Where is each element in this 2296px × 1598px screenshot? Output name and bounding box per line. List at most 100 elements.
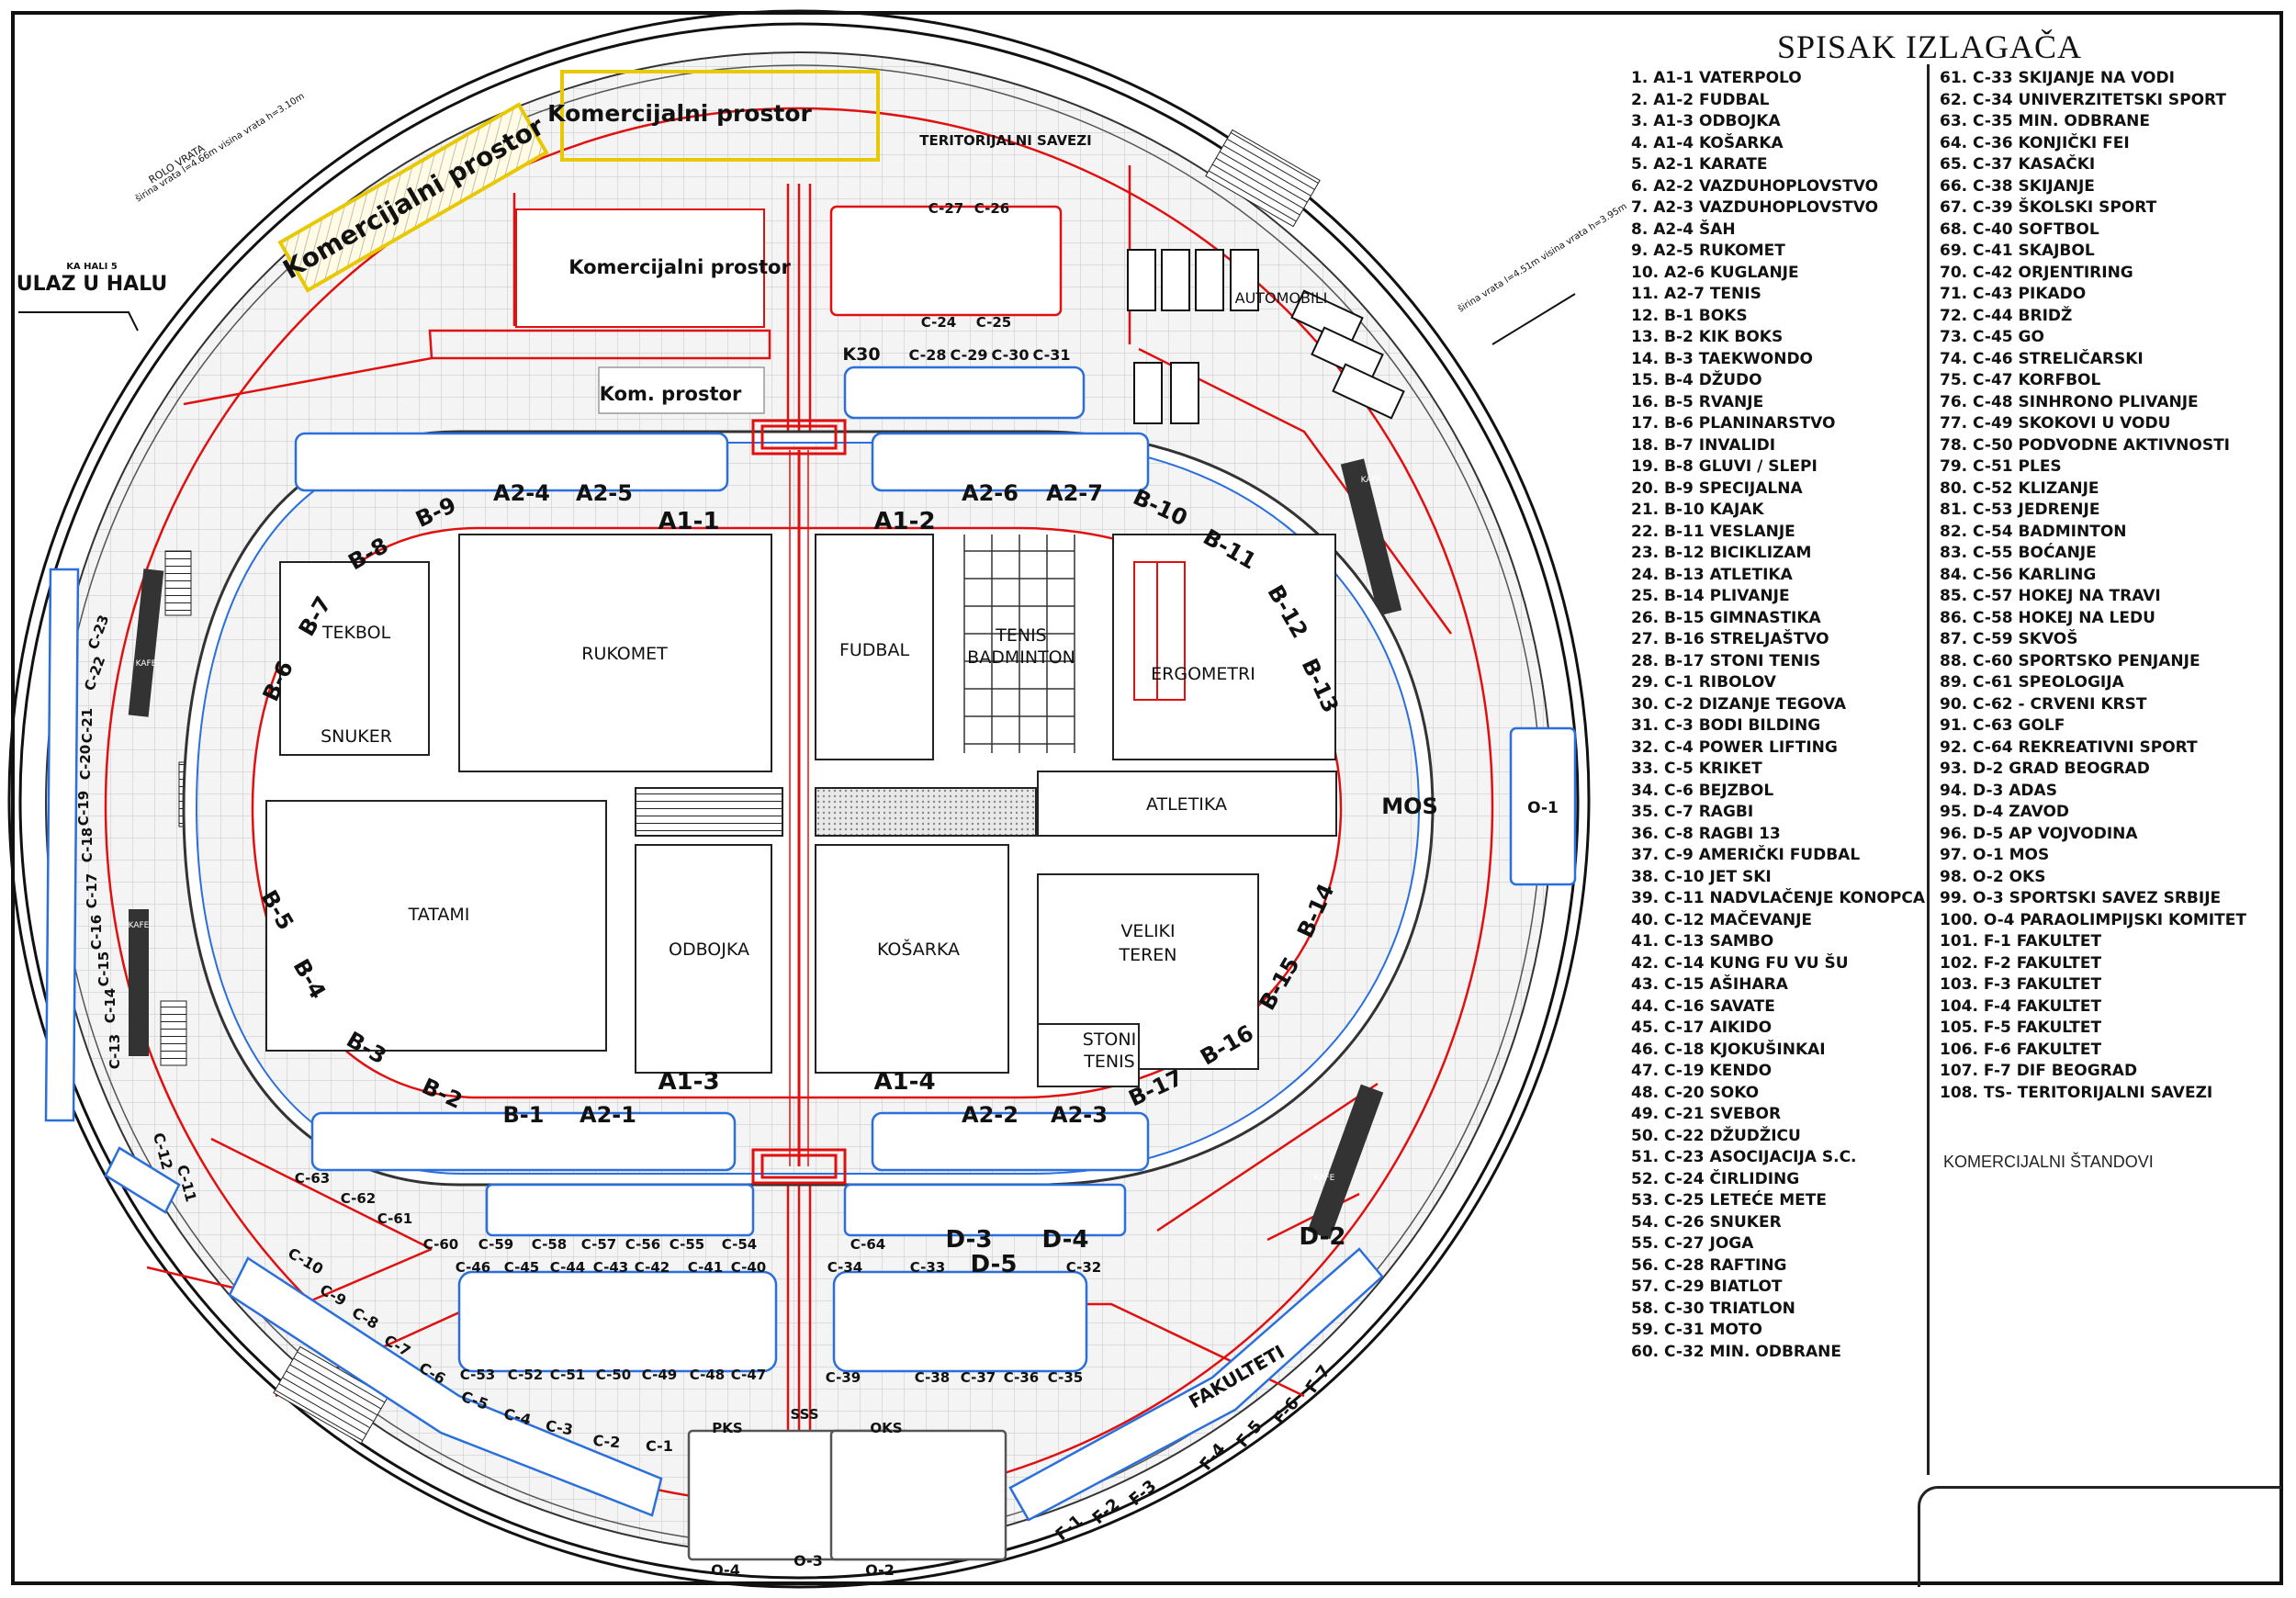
zone-label-c53: C-53 [460, 1367, 495, 1383]
zone-label-d2: D-2 [1300, 1223, 1346, 1251]
legend-entry: 45. C-17 AIKIDO [1631, 1018, 1773, 1037]
legend-entry: 90. C-62 - CRVENI KRST [1940, 694, 2147, 714]
legend-entry: 56. C-28 RAFTING [1631, 1255, 1787, 1275]
zone-label-oks: OKS [870, 1420, 902, 1436]
legend-entry: 31. C-3 BODI BILDING [1631, 716, 1821, 735]
zone-label-c19: C-19 [75, 791, 92, 826]
legend-entry: 35. C-7 RAGBI [1631, 803, 1754, 821]
legend-entry: 14. B-3 TAEKWONDO [1631, 349, 1814, 368]
zone-label-c50: C-50 [596, 1367, 631, 1383]
legend-entry: 67. C-39 ŠKOLSKI SPORT [1940, 198, 2157, 217]
legend-entry: 19. B-8 GLUVI / SLEPI [1631, 457, 1818, 476]
legend-entry: 108. TS- TERITORIJALNI SAVEZI [1940, 1083, 2213, 1102]
legend-entry: 25. B-14 PLIVANJE [1631, 587, 1790, 605]
legend-entry: 9. A2-5 RUKOMET [1631, 242, 1785, 260]
legend-entry: 40. C-12 MAČEVANJE [1631, 910, 1813, 929]
legend-title: SPISAK IZLAGAČA [1777, 28, 2083, 65]
zone-label-c35: C-35 [1048, 1369, 1083, 1386]
stage-markers [751, 419, 847, 1185]
zone-label-c34: C-34 [827, 1259, 862, 1276]
legend-entry: 69. C-41 SKAJBOL [1940, 242, 2095, 260]
zone-label-c21: C-21 [79, 708, 96, 743]
legend-entry: 52. C-24 ČIRLIDING [1631, 1169, 1800, 1188]
zone-label-c51: C-51 [550, 1367, 585, 1383]
legend-entry: 11. A2-7 TENIS [1631, 285, 1761, 303]
legend-entry: 97. O-1 MOS [1940, 846, 2050, 864]
zone-label-c63: C-63 [295, 1170, 330, 1187]
zone-label-c45: C-45 [504, 1259, 539, 1276]
legend-entry: 21. B-10 KAJAK [1631, 501, 1764, 519]
legend-entry: 104. F-4 FAKULTET [1940, 996, 2102, 1016]
commercial-top-label: Komercijalni prostor [547, 100, 812, 127]
legend-entry: 77. C-49 SKOKOVI U VODU [1940, 414, 2171, 433]
legend-entry: 72. C-44 BRIDŽ [1940, 306, 2073, 325]
zone-label-c52: C-52 [508, 1367, 543, 1383]
zone-label-c56: C-56 [625, 1236, 660, 1253]
legend-entry: 89. C-61 SPEOLOGIJA [1940, 673, 2124, 692]
zone-label-c1: C-1 [646, 1437, 673, 1455]
legend-entry: 71. C-43 PIKADO [1940, 285, 2087, 303]
zone-label-c24: C-24 [921, 314, 956, 331]
outer-booth-ring [44, 568, 1384, 1522]
zone-label-c16: C-16 [88, 915, 105, 950]
booth-blocks [294, 205, 1577, 1561]
legend-entry: 79. C-51 PLES [1940, 457, 2062, 476]
legend-entry: 50. C-22 DŽUDŽICU [1631, 1126, 1801, 1145]
court-kosarka: KOŠARKA [877, 938, 960, 960]
cafe-label-1: KAFE [136, 659, 157, 669]
cafe-label-3: KAFE [1361, 476, 1382, 485]
legend-entry: 57. C-29 BIATLOT [1631, 1277, 1783, 1296]
zone-label-pks: PKS [712, 1420, 742, 1436]
legend-entry: 30. C-2 DIZANJE TEGOVA [1631, 694, 1847, 714]
legend-entry: 76. C-48 SINHRONO PLIVANJE [1940, 392, 2199, 411]
zone-label-c47: C-47 [731, 1367, 766, 1383]
legend-entry: 47. C-19 KENDO [1631, 1062, 1773, 1080]
legend-entry: 51. C-23 ASOCIJACIJA S.C. [1631, 1148, 1857, 1166]
zone-label-a25: A2-5 [576, 480, 633, 506]
legend-entry: 54. C-26 SNUKER [1631, 1212, 1782, 1232]
zone-label-c26: C-26 [974, 200, 1009, 217]
legend-entry: 106. F-6 FAKULTET [1940, 1040, 2102, 1059]
legend-entry: 103. F-3 FAKULTET [1940, 975, 2102, 994]
zone-label-c17: C-17 [84, 873, 100, 908]
legend-entry: 18. B-7 INVALIDI [1631, 435, 1776, 455]
zone-label-f5: F-5 [1233, 1417, 1266, 1452]
legend-entry: 17. B-6 PLANINARSTVO [1631, 414, 1836, 433]
court-tekbol: TEKBOL [321, 623, 391, 643]
zone-label-d5: D-5 [971, 1251, 1018, 1278]
court-snuker: SNUKER [321, 726, 392, 747]
zone-label-c54: C-54 [722, 1236, 757, 1253]
legend-entry: 49. C-21 SVEBOR [1631, 1105, 1782, 1123]
legend-entry: 85. C-57 HOKEJ NA TRAVI [1940, 587, 2161, 605]
cafe-label-4: KAFE [1314, 1174, 1335, 1183]
legend-entry: 65. C-37 KASAČKI [1940, 155, 2096, 174]
legend-entry: 10. A2-6 KUGLANJE [1631, 263, 1799, 282]
zone-label-o2: O-2 [865, 1561, 895, 1579]
zone-label-c40: C-40 [731, 1259, 766, 1276]
legend-entry: 27. B-16 STRELJAŠTVO [1631, 630, 1829, 648]
zone-label-k30: K30 [842, 344, 880, 365]
legend-entry: 34. C-6 BEJZBOL [1631, 781, 1774, 800]
zone-label-c55: C-55 [670, 1236, 704, 1253]
zone-label-a11: A1-1 [658, 508, 719, 535]
zone-label-c64: C-64 [850, 1236, 885, 1253]
zone-label-c3: C-3 [545, 1417, 575, 1439]
court-ergometri: ERGOMETRI [1151, 664, 1255, 684]
zone-label-c36: C-36 [1004, 1369, 1039, 1386]
legend-commercial-note: KOMERCIJALNI ŠTANDOVI [1943, 1153, 2154, 1171]
legend-entry: 61. C-33 SKIJANJE NA VODI [1940, 69, 2175, 87]
zone-label-c39: C-39 [826, 1369, 861, 1386]
zone-label-o1: O-1 [1527, 799, 1559, 817]
zone-label-c31: C-31 [1032, 346, 1070, 364]
court-stoni-tenis: TENIS [1083, 1052, 1135, 1072]
legend-entry: 36. C-8 RAGBI 13 [1631, 824, 1781, 843]
court-atletika: ATLETIKA [1146, 794, 1227, 815]
legend-entry: 12. B-1 BOKS [1631, 306, 1748, 325]
legend-entry: 48. C-20 SOKO [1631, 1083, 1760, 1102]
commercial-mid-label: Komercijalni prostor [568, 256, 791, 278]
cafe-label-2: KAFE [129, 921, 150, 930]
zone-label-c14: C-14 [102, 988, 118, 1023]
legend-entry: 8. A2-4 ŠAH [1631, 219, 1736, 239]
